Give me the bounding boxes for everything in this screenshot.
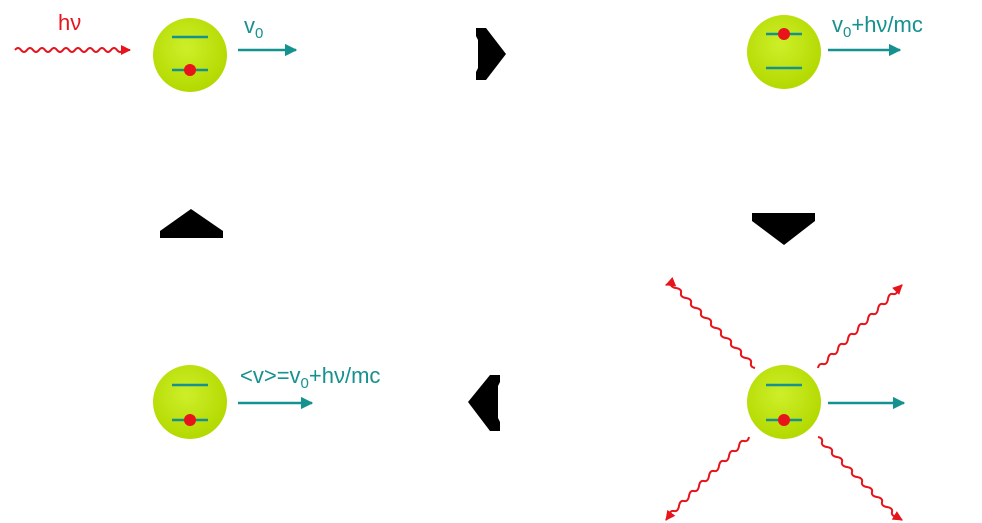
electron-dot-icon bbox=[778, 414, 790, 426]
emitted-photon-up-left bbox=[665, 277, 756, 369]
electron-dot-icon bbox=[184, 414, 196, 426]
velocity-average: <v>=v0+hν/mc bbox=[238, 363, 380, 410]
velocity-after-absorption-label: v0+hν/mc bbox=[832, 12, 923, 41]
flow-arrow-left bbox=[468, 375, 500, 431]
flow-arrow-up bbox=[160, 209, 223, 238]
emitted-photon-up-right bbox=[817, 284, 903, 369]
atom-icon bbox=[747, 15, 821, 89]
emitted-photon-down-left bbox=[665, 436, 750, 521]
flow-arrow-down bbox=[752, 213, 815, 245]
atom-ground-state bbox=[153, 18, 227, 92]
flow-arrow-right bbox=[476, 28, 506, 80]
velocity-after-absorption: v0+hν/mc bbox=[828, 12, 923, 57]
spontaneous-emission bbox=[665, 277, 906, 521]
emitted-photon-down-right bbox=[817, 436, 903, 521]
atom-icon bbox=[153, 18, 227, 92]
velocity-initial: v0 bbox=[238, 13, 298, 57]
incoming-photon: hν bbox=[14, 10, 131, 55]
atom-excited-state bbox=[747, 15, 821, 89]
electron-dot-icon bbox=[184, 64, 196, 76]
velocity-initial-label: v0 bbox=[244, 13, 263, 42]
wavy-photon-arrow-icon bbox=[14, 45, 131, 55]
photon-energy-label: hν bbox=[58, 10, 81, 35]
electron-dot-icon bbox=[778, 28, 790, 40]
atom-icon bbox=[747, 365, 821, 439]
velocity-average-label: <v>=v0+hν/mc bbox=[240, 363, 380, 392]
atom-averaged-state bbox=[153, 365, 227, 439]
atom-icon bbox=[153, 365, 227, 439]
